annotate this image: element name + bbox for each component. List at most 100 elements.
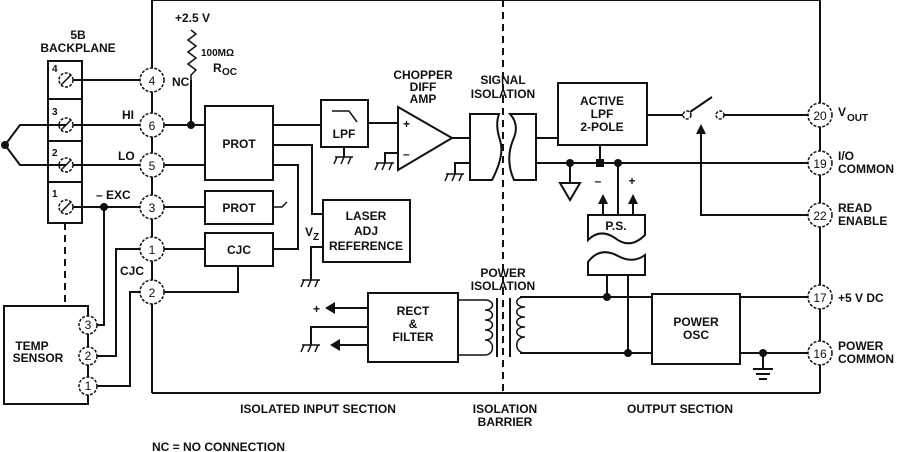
svg-text:1: 1 [52,189,58,200]
svg-text:ACTIVE: ACTIVE [580,94,624,108]
svg-text:V: V [838,105,846,119]
svg-text:ENABLE: ENABLE [838,214,887,228]
svg-text:FILTER: FILTER [392,330,433,344]
input-pin-4: 4 [139,67,165,93]
svg-text:PROT: PROT [222,201,256,215]
svg-text:4: 4 [149,74,156,88]
svg-text:SENSOR: SENSOR [13,351,64,365]
svg-text:+: + [628,174,635,188]
svg-text:LO: LO [118,149,135,163]
prot-block-exc: PROT [204,190,288,225]
svg-text:SIGNAL: SIGNAL [480,73,525,87]
backplane-subtitle: BACKPLANE [40,41,115,55]
earth-ground-symbol [753,353,773,380]
isolation-barrier-label-2: BARRIER [478,415,533,429]
svg-text:1: 1 [149,243,156,257]
temp-sensor: TEMP SENSOR 3 2 1 [3,223,98,405]
svg-text:ADJ: ADJ [354,224,378,238]
svg-text:OUT: OUT [847,113,868,124]
svg-text:17: 17 [813,291,827,305]
power-osc-block: POWER OSC [651,293,741,365]
svg-text:2: 2 [149,286,156,300]
svg-text:LPF: LPF [591,107,614,121]
svg-text:OC: OC [222,67,237,78]
svg-text:CJC: CJC [227,243,251,257]
svg-text:POWER: POWER [838,339,884,353]
svg-text:20: 20 [813,109,827,123]
svg-text:REFERENCE: REFERENCE [329,239,403,253]
svg-text:–: – [403,147,410,161]
prot-block-main: PROT [204,105,274,181]
svg-text:– EXC: – EXC [96,188,131,202]
svg-text:+5 V DC: +5 V DC [838,291,884,305]
svg-text:V: V [305,225,313,239]
svg-text:I/O: I/O [838,149,854,163]
svg-text:22: 22 [813,209,827,223]
output-pin-20-vout: 20 V OUT [807,102,868,128]
svg-text:3: 3 [52,107,58,118]
svg-text:ISOLATION: ISOLATION [471,279,535,293]
svg-text:4: 4 [52,64,58,75]
svg-text:AMP: AMP [410,92,437,106]
chopper-diff-amp: CHOPPER DIFF AMP + – [374,68,454,172]
output-pin-17-5vdc: 17 +5 V DC [807,284,884,310]
backplane-title: 5B [70,28,86,42]
input-pin-5-lo: 5 LO [118,149,165,178]
svg-text:PROT: PROT [222,137,256,151]
output-pin-19-io-common: 19 I/O COMMON [807,149,894,176]
cjc-block: CJC [204,232,274,267]
svg-text:2: 2 [52,148,58,159]
svg-text:100MΩ: 100MΩ [201,48,234,59]
svg-text:COMMON: COMMON [838,162,894,176]
module-enclosure [151,0,821,394]
svg-text:3: 3 [149,201,156,215]
rect-filter-block: RECT & FILTER + [300,292,459,363]
svg-text:19: 19 [813,157,827,171]
svg-text:DIFF: DIFF [410,80,437,94]
svg-text:OSC: OSC [683,328,709,342]
svg-text:HI: HI [122,108,134,122]
power-isolation-transformer: POWER ISOLATION [458,266,628,357]
thermocouple-junction [1,124,66,166]
svg-text:R: R [213,61,222,75]
svg-text:1: 1 [85,379,92,393]
footnote: NC = NO CONNECTION [152,440,285,452]
laser-adj-reference-block: LASER ADJ REFERENCE V Z [300,199,411,288]
svg-text:RECT: RECT [397,304,430,318]
svg-text:6: 6 [149,119,156,133]
svg-text:P.S.: P.S. [605,219,626,233]
cjc-pins-label: CJC [120,264,144,278]
svg-text:2: 2 [85,349,92,363]
svg-text:5: 5 [149,159,156,173]
output-section-label: OUTPUT SECTION [627,402,733,416]
svg-text:LPF: LPF [333,127,356,141]
svg-text:ISOLATION: ISOLATION [471,87,535,101]
nc-label: NC [172,75,190,89]
svg-text:CHOPPER: CHOPPER [393,68,453,82]
lpf-block: LPF [320,99,369,165]
active-lpf-block: ACTIVE LPF 2-POLE [557,82,648,146]
output-pin-22-read-enable: 22 READ ENABLE [807,201,887,228]
input-pin-3-exc: 3 – EXC [96,188,165,220]
output-common-symbol [558,182,582,202]
svg-text:COMMON: COMMON [838,352,894,366]
svg-text:–: – [595,174,602,188]
svg-text:POWER: POWER [673,315,719,329]
read-enable-switch [647,96,808,216]
svg-text:+: + [403,117,410,131]
svg-text:TEMP: TEMP [15,339,48,353]
signal-isolation: SIGNAL ISOLATION [444,73,537,182]
input-pin-1-cjc: 1 [139,236,165,262]
open-circuit-resistor: +2.5 V 100MΩ R OC NC [172,11,237,125]
svg-text:2-POLE: 2-POLE [580,120,623,134]
input-pin-2-cjc: 2 [139,279,165,305]
svg-text:Z: Z [313,232,319,243]
input-pin-6-hi: 6 HI [122,108,165,138]
isolated-input-section-label: ISOLATED INPUT SECTION [240,402,396,416]
svg-text:16: 16 [813,347,827,361]
isolation-barrier-label: ISOLATION [473,402,537,416]
svg-text:3: 3 [85,318,92,332]
power-supply-block: – + P.S. [587,163,646,353]
svg-text:+2.5 V: +2.5 V [175,11,210,25]
